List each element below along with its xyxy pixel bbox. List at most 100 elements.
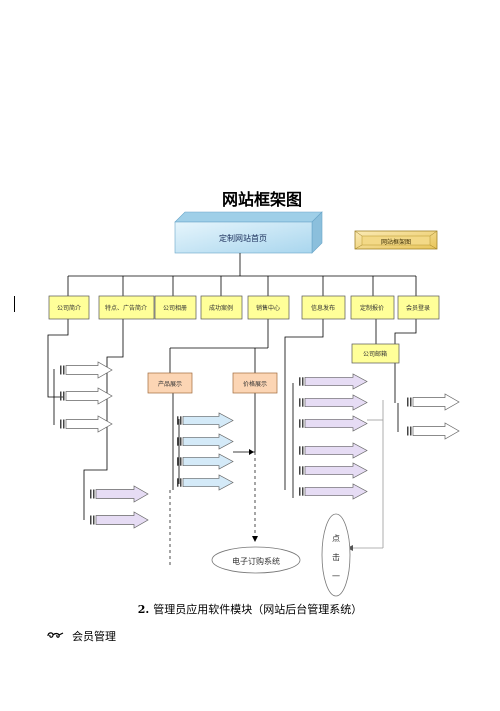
arrow-stripe [93, 515, 95, 525]
arrow-stripe [302, 419, 304, 428]
order-system-ellipse [211, 546, 301, 574]
login-arrow [412, 393, 460, 411]
arrow-stripe [302, 398, 304, 407]
nav-label: 定制报价 [360, 304, 384, 312]
price-label: 价格展示 [243, 380, 267, 388]
order-system-label: 电子订购系统 [232, 556, 280, 566]
arrow-stripe [177, 437, 179, 446]
nav-label: 特点、广告简介 [105, 304, 147, 312]
swirl-bullet-icon [46, 630, 64, 643]
nav-label: 公司简介 [57, 304, 81, 312]
company-intro-arrow [65, 387, 113, 405]
arrow-stripe [299, 446, 301, 455]
info-arrow [304, 483, 368, 500]
info-arrow [304, 415, 368, 432]
login-arrow [412, 422, 460, 440]
nav-box-login [397, 295, 440, 320]
arrow-stripe [90, 489, 92, 499]
home-banner: 定制网站首页 [174, 211, 323, 254]
nav-label: 销售中心 [256, 304, 280, 312]
price-box [232, 372, 278, 394]
home-label: 定制网站首页 [219, 233, 267, 243]
section-title: 管理员应用软件模块（网站后台管理系统） [153, 603, 363, 616]
nav-box-info [301, 295, 346, 320]
arrow-stripe [60, 365, 62, 375]
nav-box-album [154, 295, 197, 320]
product-arrow [182, 474, 234, 491]
arrow-stripe [177, 416, 179, 425]
info-arrow [304, 442, 368, 459]
product-arrow [182, 453, 234, 470]
nav-box-quote [350, 295, 395, 320]
nav-label: 会员登录 [406, 304, 430, 312]
info-arrow [304, 462, 368, 479]
click-label: 击 [332, 552, 340, 562]
nav-box-features [98, 295, 155, 320]
sub-login-box [351, 343, 400, 364]
arrow-stripe [93, 489, 95, 499]
arrow-stripe [302, 487, 304, 496]
click-label: 点 [332, 534, 340, 543]
tree-connectors [47, 253, 417, 520]
arrow-stripe [177, 457, 179, 466]
arrow-stripe [299, 419, 301, 428]
arrow-stripe [407, 397, 409, 407]
margin-mark [14, 296, 15, 312]
order-pointer-icon [252, 536, 258, 542]
arrow-stripe [302, 446, 304, 455]
product-box [147, 372, 193, 394]
badge-label: 网站框架图 [381, 238, 411, 246]
company-intro-arrow [65, 415, 113, 433]
arrow-stripe [299, 377, 301, 386]
feature-arrow [95, 511, 149, 529]
arrow-stripe [180, 457, 182, 466]
grey-connectors [350, 400, 384, 549]
arrow-stripe [177, 478, 179, 487]
feature-arrow [95, 485, 149, 503]
framework-badge: 网站框架图 [354, 230, 438, 250]
click-ellipse [321, 513, 351, 597]
dashed-connectors [169, 452, 256, 566]
arrow-stripe [60, 419, 62, 429]
arrow-groups [60, 361, 460, 529]
nav-row: 公司简介 特点、广告简介 公司相册 成功案例 销售中心 信息发布 定制报价 会员… [48, 295, 440, 320]
sub-login-label: 公司邮箱 [363, 350, 387, 358]
nav-label: 信息发布 [311, 304, 335, 312]
product-arrow [182, 433, 234, 450]
arrow-stripe [407, 426, 409, 436]
product-arrow [182, 412, 234, 429]
info-arrow [304, 394, 368, 411]
click-label: 一 [332, 572, 340, 581]
arrow-stripe [410, 426, 412, 436]
arrow-stripe [63, 365, 65, 375]
arrow-stripe [302, 466, 304, 475]
section-number: 2. [137, 603, 150, 616]
company-intro-arrow [65, 361, 113, 379]
price-pointer-icon [249, 449, 254, 455]
member-label: 会员管理 [72, 630, 116, 643]
arrow-stripe [299, 487, 301, 496]
arrow-stripe [302, 377, 304, 386]
nav-box-sales [247, 295, 290, 320]
arrow-stripe [60, 391, 62, 401]
arrow-stripe [63, 391, 65, 401]
arrow-stripe [299, 466, 301, 475]
info-arrow [304, 373, 368, 390]
nav-box-company-intro [48, 295, 90, 320]
diagram-title: 网站框架图 [222, 190, 302, 209]
arrow-stripe [299, 398, 301, 407]
arrow-stripe [90, 515, 92, 525]
arrow-stripe [63, 419, 65, 429]
arrow-stripe [180, 478, 182, 487]
nav-box-cases [200, 295, 243, 320]
arrow-stripe [180, 437, 182, 446]
section-heading: 2.管理员应用软件模块（网站后台管理系统） [0, 601, 500, 617]
nav-label: 成功案例 [209, 304, 233, 312]
member-management-item: 会员管理 [46, 628, 116, 644]
arrow-stripe [410, 397, 412, 407]
product-label: 产品展示 [158, 380, 182, 388]
nav-label: 公司相册 [163, 304, 187, 312]
arrow-stripe [180, 416, 182, 425]
